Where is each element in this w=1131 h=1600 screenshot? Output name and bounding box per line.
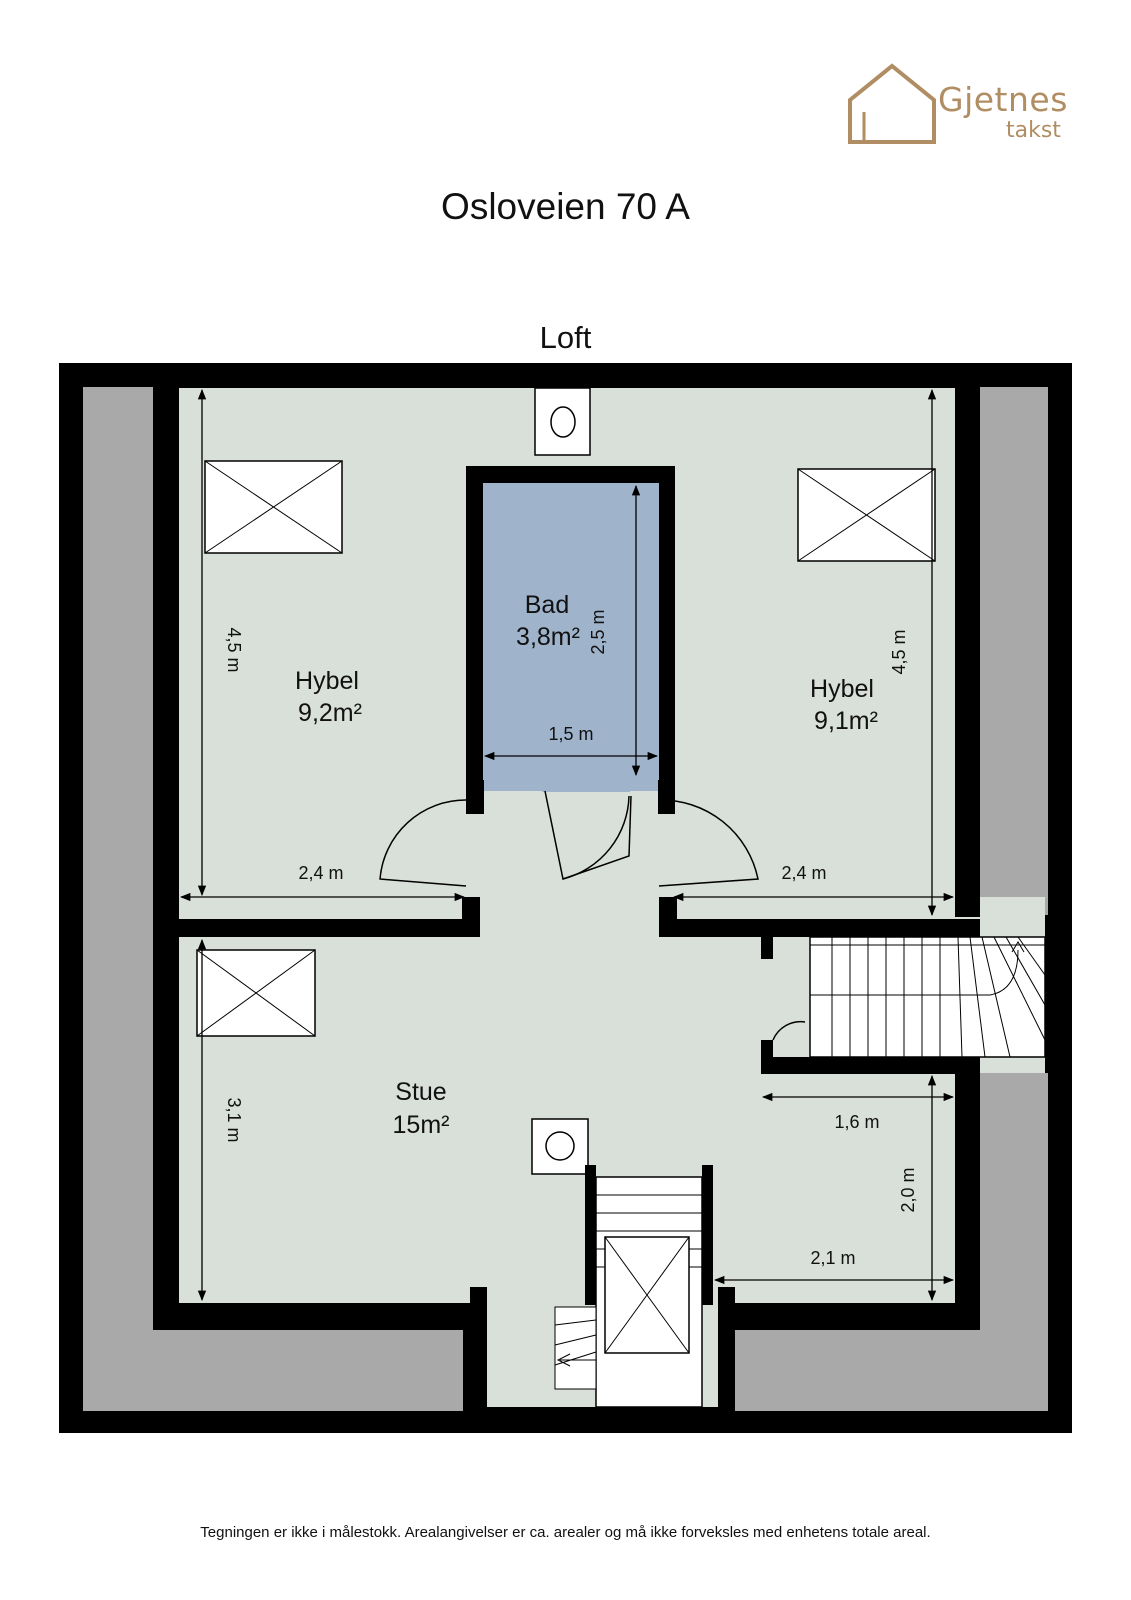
- wall-left-end: [462, 897, 480, 937]
- wall-right-mid: [659, 919, 980, 937]
- dim-hybel-right-width: 2,4 m: [781, 863, 826, 883]
- skylight-stue: [196, 949, 316, 1037]
- roof-slope-right-top: [980, 387, 1048, 915]
- dim-hybel-left-height: 4,5 m: [224, 627, 244, 672]
- dim-hybel-right-height: 4,5 m: [889, 629, 909, 674]
- dim-bad-height: 2,5 m: [588, 609, 608, 654]
- bad-floor: [483, 483, 659, 791]
- room-stue-area: 15m²: [393, 1111, 450, 1139]
- wall-right-inner-top: [955, 387, 980, 917]
- wall-stair-enclosure: [761, 1057, 980, 1074]
- dim-hall-height: 2,0 m: [898, 1167, 918, 1212]
- wall-stair-left: [470, 1287, 487, 1411]
- room-bad-area: 3,8m²: [516, 623, 580, 651]
- room-hybel-left-name: Hybel: [295, 667, 359, 695]
- wall-right-end: [659, 897, 677, 937]
- room-hybel-right-area: 9,1m²: [814, 707, 878, 735]
- floor-area: [179, 388, 1045, 1407]
- chimney-stue: [531, 1118, 589, 1175]
- staircase-right: [809, 936, 1046, 1058]
- wall-stub: [658, 780, 675, 814]
- staircase-bottom: [554, 1165, 713, 1408]
- logo-wordmark: Gjetnes: [938, 80, 1068, 119]
- wall-bottom-left: [153, 1303, 487, 1330]
- wall-stub: [466, 780, 484, 814]
- page-title: Osloveien 70 A: [441, 186, 690, 227]
- wall-stub: [761, 937, 773, 959]
- door-bad: [544, 790, 632, 880]
- room-hybel-left-area: 9,2m²: [298, 699, 362, 727]
- roof-slope-right-bottom: [980, 1073, 1048, 1411]
- disclaimer: Tegningen er ikke i målestokk. Arealangi…: [200, 1524, 931, 1541]
- wall-bottom-right: [718, 1303, 980, 1330]
- wall-stair-right: [718, 1287, 735, 1411]
- wall-right-inner-bottom: [955, 1057, 980, 1330]
- floor-label: Loft: [539, 320, 592, 355]
- dim-hybel-left-width: 2,4 m: [298, 863, 343, 883]
- door-stair: [772, 1020, 806, 1041]
- house-logo-icon: [848, 63, 936, 144]
- dim-hall-width: 1,6 m: [834, 1112, 879, 1132]
- skylight-hybel-right: [797, 468, 936, 562]
- dim-corner-width: 2,1 m: [810, 1248, 855, 1268]
- room-bad-name: Bad: [525, 591, 569, 619]
- wall-left-inner: [153, 387, 179, 1330]
- wall-left-mid: [153, 919, 480, 937]
- skylight-hybel-left: [204, 460, 343, 554]
- roof-slope-bottom-left: [153, 1330, 463, 1411]
- logo-subtitle: takst: [1006, 118, 1061, 143]
- chimney-top: [534, 387, 591, 456]
- bad-door-opening: [542, 780, 630, 792]
- door-hybel-right: [658, 799, 759, 887]
- dim-stue-height: 3,1 m: [224, 1097, 244, 1142]
- roof-slope-left: [83, 387, 153, 1411]
- wall-stub: [761, 1040, 773, 1073]
- room-stue-name: Stue: [395, 1078, 446, 1106]
- room-hybel-right-name: Hybel: [810, 675, 874, 703]
- door-hybel-left: [379, 799, 467, 887]
- gjetnes-logo: Gjetnes takst: [846, 62, 1086, 152]
- dim-bad-width: 1,5 m: [548, 724, 593, 744]
